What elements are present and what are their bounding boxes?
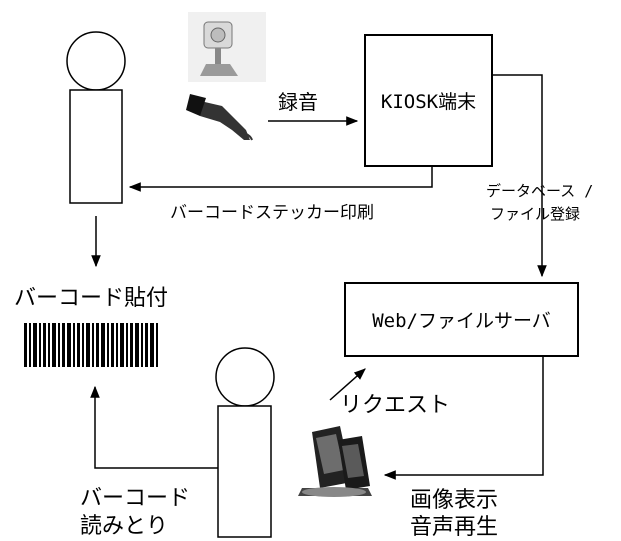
request-label: リクエスト [340,393,451,418]
kiosk-label: KIOSK端末 [380,91,477,113]
server-box [344,282,579,357]
attach-barcode-label: バーコード貼付 [14,286,169,311]
handheld-player-icon [298,426,372,497]
person-1 [66,31,126,204]
kiosk-box [364,34,493,167]
barcode-icon [24,323,158,367]
print-sticker-label: バーコードステッカー印刷 [170,203,374,223]
print-arrow [128,166,433,192]
webcam-icon [188,12,266,82]
record-label: 録音 [278,90,318,114]
microphone-icon [186,94,253,141]
read-barcode-label-1: バーコード [80,486,191,511]
display-label-1: 画像表示 [410,488,499,513]
db-register-label-2: ファイル登録 [490,205,581,223]
display-label-2: 音声再生 [410,515,499,540]
read-arrow [90,385,218,469]
db-register-label-1: データベース / [486,182,594,200]
display-arrow [383,356,544,480]
person-2 [215,347,275,538]
request-arrow [329,368,366,401]
register-arrow [492,74,547,278]
server-label: Web/ファイルサーバ [372,310,551,332]
read-barcode-label-2: 読みとり [80,514,169,539]
